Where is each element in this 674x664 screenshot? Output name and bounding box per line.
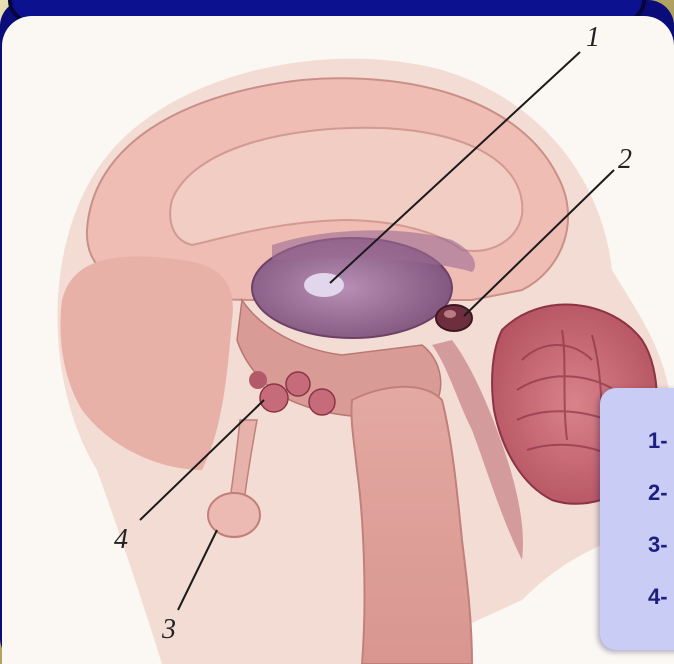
- legend-box: 1- 2- 3- 4-: [600, 388, 674, 650]
- brain-sagittal-section: [2, 16, 674, 664]
- label-2: 2: [618, 144, 632, 176]
- legend-item-4: 4-: [648, 584, 668, 610]
- mammillary-body-3: [309, 389, 335, 415]
- legend-item-2: 2-: [648, 480, 668, 506]
- optic-chiasm: [249, 371, 267, 389]
- mammillary-body-2: [286, 372, 310, 396]
- brain-illustration-panel: 1 2 3 4: [2, 16, 674, 664]
- label-1: 1: [586, 22, 600, 54]
- mammillary-body-1: [260, 384, 288, 412]
- legend-item-3: 3-: [648, 532, 668, 558]
- label-4: 4: [114, 524, 128, 556]
- pineal-highlight: [444, 310, 456, 318]
- legend-item-1: 1-: [648, 428, 668, 454]
- label-3: 3: [162, 614, 176, 646]
- pineal-gland: [436, 305, 472, 331]
